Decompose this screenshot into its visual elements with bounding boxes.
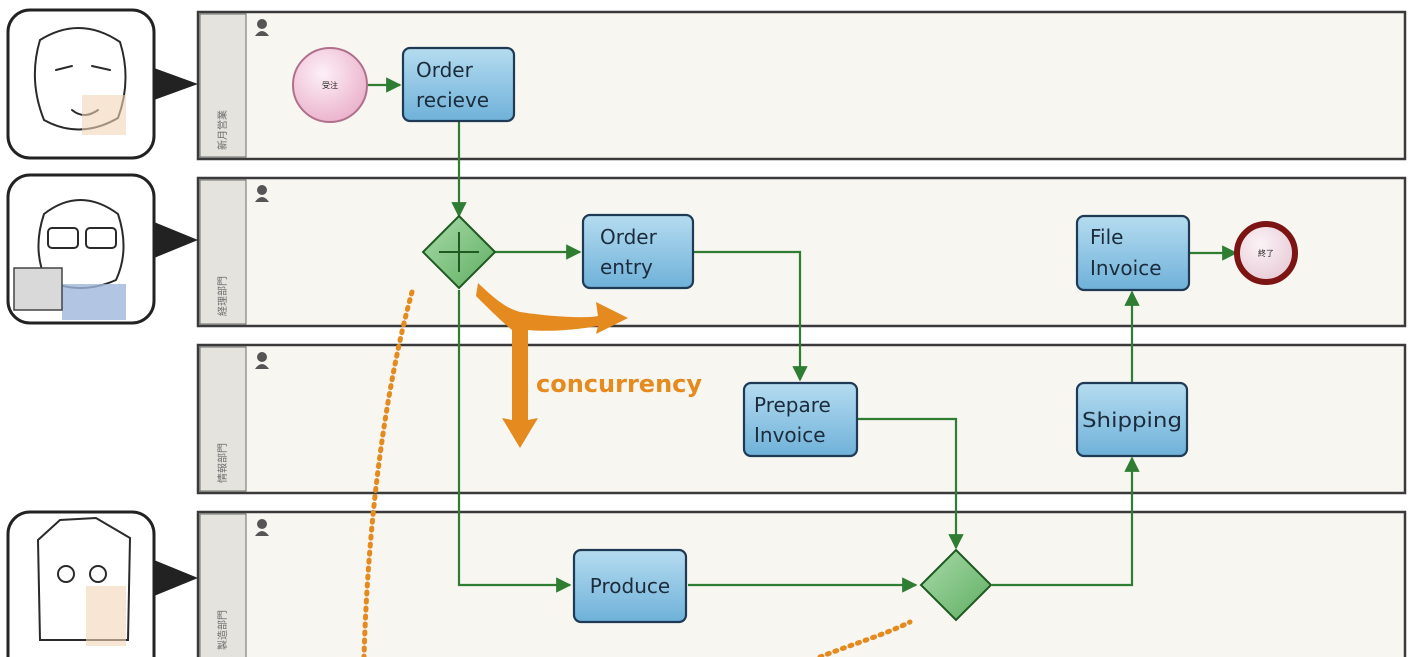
plus-icon <box>439 232 479 272</box>
lane-manufacturing-name: 製造部門 <box>216 610 229 650</box>
task-order-entry: Order entry <box>581 213 695 290</box>
flow-split-to-produce <box>457 290 572 593</box>
salesperson-avatar <box>6 8 198 160</box>
end-event: 終了 <box>1234 221 1298 285</box>
parallel-gateway <box>421 214 497 290</box>
concurrency-label: concurrency <box>536 370 702 398</box>
start-event: 受注 <box>292 47 368 123</box>
lane-sales-name: 新月営業 <box>216 110 229 150</box>
flow-order-entry-to-prepare-invoice <box>694 250 808 382</box>
participant-icon <box>255 352 269 369</box>
task-prepare-invoice: Prepare Invoice <box>742 381 859 458</box>
dotted-arc <box>361 289 415 657</box>
task-order-entry-line1: Order <box>600 225 658 249</box>
task-file-invoice: File Invoice <box>1075 214 1191 292</box>
task-order-entry-line2: entry <box>600 255 653 279</box>
task-produce: Produce <box>572 548 688 624</box>
task-shipping: Shipping <box>1075 381 1189 458</box>
participant-icon <box>255 519 269 536</box>
task-shipping-label: Shipping <box>1082 408 1182 432</box>
concurrency-arrow-icon <box>476 283 628 448</box>
task-prepare-invoice-line1: Prepare <box>754 393 831 417</box>
participant-icon <box>255 185 269 202</box>
end-event-label: 終了 <box>1258 248 1274 258</box>
flow-join-to-shipping <box>992 456 1140 587</box>
lane-information-name: 情報部門 <box>216 443 229 483</box>
task-prepare-invoice-line2: Invoice <box>754 423 826 447</box>
flow-prepare-invoice-to-join <box>858 417 964 550</box>
task-order-recieve: Order recieve <box>401 46 516 123</box>
accountant-avatar <box>6 173 198 325</box>
task-order-recieve-line1: Order <box>416 58 474 82</box>
task-order-recieve-line2: recieve <box>416 88 489 112</box>
participant-icon <box>255 19 269 36</box>
engineer-avatar <box>6 510 198 657</box>
concurrency-annotation: concurrency <box>361 283 913 657</box>
dotted-arc-2 <box>817 619 913 657</box>
join-gateway <box>919 548 993 622</box>
lane-accounting-name: 経理部門 <box>216 276 229 316</box>
lane-manufacturing: 製造部門 <box>196 510 1407 657</box>
start-event-label: 受注 <box>322 80 338 90</box>
task-file-invoice-line2: Invoice <box>1090 256 1162 280</box>
task-file-invoice-line1: File <box>1090 225 1123 249</box>
task-produce-label: Produce <box>590 574 670 598</box>
